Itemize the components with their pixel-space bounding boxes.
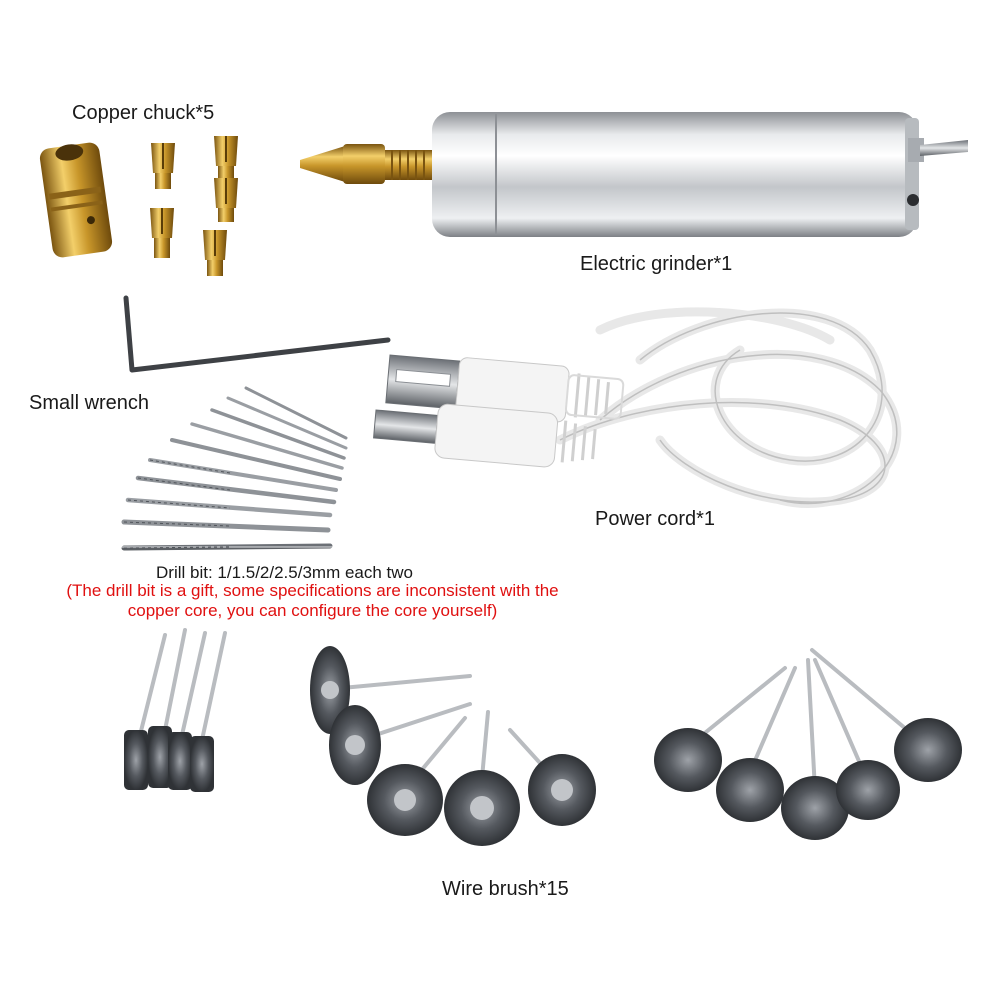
drill-bit-set [121, 386, 348, 551]
pencil-brush-head [124, 726, 214, 792]
dc-plug [373, 403, 597, 468]
usb-plug [385, 354, 625, 423]
small-wrench [123, 295, 391, 373]
pencil-wire-brush-group [124, 628, 227, 792]
large-collet-nut [39, 142, 113, 258]
wheel-wire-brush-group [310, 646, 596, 846]
copper-chuck-set [39, 136, 238, 276]
small-wrench-label: Small wrench [29, 392, 150, 414]
drill-bit-note-line-2: copper core, you can configure the core … [127, 601, 498, 620]
power-cord [373, 307, 902, 508]
small-collet [214, 136, 238, 178]
small-collet [151, 143, 175, 189]
electric-grinder-label: Electric grinder*1 [580, 253, 733, 275]
power-cord-label: Power cord*1 [595, 508, 716, 530]
drill-bit-label: Drill bit: 1/1.5/2/2.5/3mm each two [156, 563, 414, 582]
copper-chuck-label: Copper chuck*5 [72, 102, 215, 124]
cup-brush-head [654, 718, 962, 840]
small-collet [214, 178, 238, 222]
cup-wire-brush-group [654, 648, 962, 840]
small-collet [150, 208, 174, 258]
small-collet [203, 230, 227, 276]
drill-bit-note-line-1: (The drill bit is a gift, some specifica… [66, 581, 559, 600]
electric-grinder [300, 112, 968, 237]
drill-bit-note: (The drill bit is a gift, some specifica… [0, 581, 625, 621]
wheel-brush-head [310, 646, 596, 846]
wire-brush-label: Wire brush*15 [442, 878, 569, 900]
